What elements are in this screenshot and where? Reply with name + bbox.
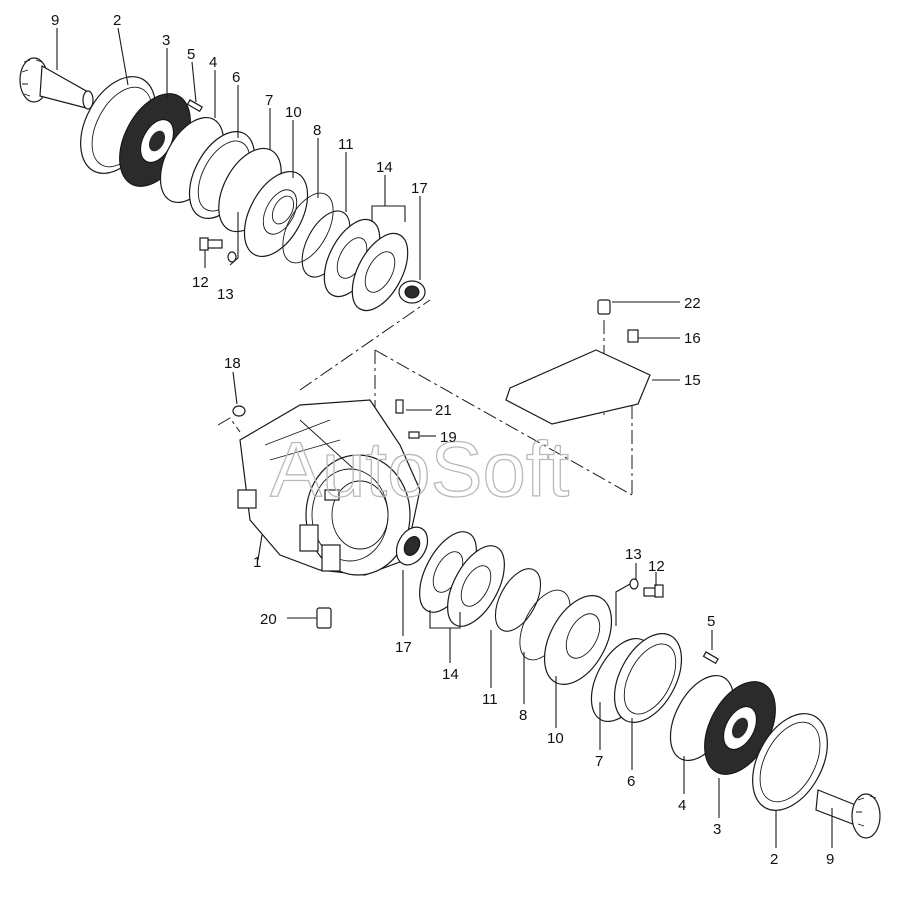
callout-10-lower: 10 — [547, 730, 564, 747]
splined-shaft-lower — [815, 789, 881, 839]
callout-18: 18 — [224, 355, 241, 372]
callout-2-upper: 2 — [113, 12, 121, 29]
plug-18 — [232, 405, 246, 417]
callout-5-upper: 5 — [187, 46, 195, 63]
callout-14-upper: 14 — [376, 159, 393, 176]
callout-15: 15 — [684, 372, 701, 389]
callout-3-upper: 3 — [162, 32, 170, 49]
watermark: AutoSoft — [270, 425, 570, 513]
bolt-16 — [627, 329, 639, 343]
callout-8-upper: 8 — [313, 122, 321, 139]
splined-shaft-upper — [19, 57, 94, 110]
callout-10-upper: 10 — [285, 104, 302, 121]
callout-19: 19 — [440, 429, 457, 446]
pin-upper — [186, 99, 203, 113]
bolt-washer-upper — [199, 237, 237, 263]
callout-1: 1 — [253, 554, 261, 571]
callout-16: 16 — [684, 330, 701, 347]
callout-7-lower: 7 — [595, 753, 603, 770]
callout-11-lower: 11 — [482, 691, 498, 708]
callout-13-upper: 13 — [217, 286, 234, 303]
ring-lower — [613, 633, 683, 723]
retaining-disc-lower — [752, 713, 828, 811]
fitting-19 — [408, 431, 420, 439]
seal-lower — [395, 526, 429, 566]
thin-ring-upper — [282, 192, 334, 264]
plug-20 — [316, 607, 332, 629]
callout-17-upper: 17 — [411, 180, 428, 197]
callout-13-lower: 13 — [625, 546, 642, 563]
hub-upper — [243, 170, 309, 258]
housing-body — [237, 399, 421, 576]
pin-lower — [702, 651, 719, 665]
callout-12-lower: 12 — [648, 558, 665, 575]
disc-pack-upper — [323, 218, 409, 312]
callout-12-upper: 12 — [192, 274, 209, 291]
disc-pack-lower — [419, 531, 505, 627]
callout-22: 22 — [684, 295, 701, 312]
lower-shaft-assembly — [395, 526, 881, 839]
callout-6-lower: 6 — [627, 773, 635, 790]
callout-2-lower: 2 — [770, 851, 778, 868]
bolt-washer-lower — [629, 578, 664, 598]
hub-lower — [543, 595, 613, 685]
callout-7-upper: 7 — [265, 92, 273, 109]
callout-17-lower: 17 — [395, 639, 412, 656]
callout-11-upper: 11 — [338, 136, 354, 153]
seal-upper — [398, 280, 426, 304]
fitting-21 — [395, 399, 404, 414]
snap-ring-lower — [494, 568, 542, 632]
callout-20: 20 — [260, 611, 277, 628]
callout-8-lower: 8 — [519, 707, 527, 724]
callout-4-upper: 4 — [209, 54, 217, 71]
callout-21: 21 — [435, 402, 452, 419]
callout-6-upper: 6 — [232, 69, 240, 86]
callout-5-lower: 5 — [707, 613, 715, 630]
callout-9-upper: 9 — [51, 12, 59, 29]
callout-9-lower: 9 — [826, 851, 834, 868]
leader-lines — [56, 27, 833, 848]
cover-plate-group — [505, 299, 651, 425]
callout-4-lower: 4 — [678, 797, 686, 814]
callout-14-lower: 14 — [442, 666, 459, 683]
callout-labels: 9 2 3 5 4 6 7 10 8 11 14 17 12 13 18 21 … — [51, 12, 834, 868]
callout-3-lower: 3 — [713, 821, 721, 838]
breather-22 — [597, 299, 611, 315]
upper-shaft-assembly — [19, 57, 426, 312]
